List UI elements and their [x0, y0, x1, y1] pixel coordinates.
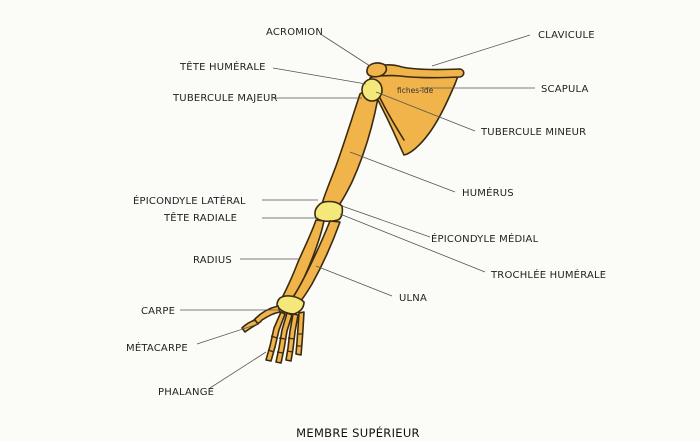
label-radius: RADIUS: [193, 255, 232, 266]
scapula-detail: [379, 97, 405, 141]
leader-clavicule: [431, 34, 531, 67]
elbow-joint: [314, 200, 344, 223]
label-scapula: SCAPULA: [541, 84, 589, 95]
diagram-title: MEMBRE SUPÉRIEUR: [296, 425, 420, 440]
leader-humerus: [349, 151, 456, 193]
humeral-head: [361, 78, 383, 102]
leader-epicondyle-medial: [341, 205, 431, 238]
leader-tubercule-mineur: [375, 91, 476, 132]
label-tete-radiale: TÊTE RADIALE: [163, 211, 237, 224]
humerus-bone: [321, 91, 379, 207]
acromion-bone: [366, 62, 388, 78]
label-tete-humerale: TÊTE HUMÉRALE: [179, 60, 266, 73]
label-carpe: CARPE: [141, 306, 175, 317]
label-trochlee-humerale: TROCHLÉE HUMÉRALE: [490, 268, 606, 281]
clavicle-bone: [373, 64, 465, 79]
label-metacarpe: MÉTACARPE: [126, 341, 188, 354]
leader-trochlee-humerale: [339, 213, 486, 273]
label-tubercule-mineur: TUBERCULE MINEUR: [480, 127, 586, 138]
label-epicondyle-lateral: ÉPICONDYLE LATÉRAL: [133, 194, 246, 207]
leader-tete-humerale: [272, 67, 367, 85]
leader-metacarpe: [196, 323, 259, 345]
label-humerus: HUMÉRUS: [462, 186, 514, 199]
label-tubercule-majeur: TUBERCULE MAJEUR: [172, 93, 278, 104]
watermark: fiches-ide: [397, 86, 434, 95]
leader-acromion: [321, 34, 371, 67]
leader-lines: [180, 34, 535, 389]
label-phalange: PHALANGE: [158, 387, 214, 398]
label-acromion: ACROMION: [266, 27, 323, 38]
hand-bones: [241, 305, 305, 364]
label-clavicule: CLAVICULE: [538, 30, 595, 41]
label-ulna: ULNA: [399, 293, 427, 304]
label-epicondyle-medial: ÉPICONDYLE MÉDIAL: [431, 232, 539, 245]
leader-phalange: [209, 351, 267, 389]
leader-ulna: [315, 265, 393, 297]
labels: ACROMION CLAVICULE TÊTE HUMÉRALE SCAPULA…: [126, 27, 606, 398]
